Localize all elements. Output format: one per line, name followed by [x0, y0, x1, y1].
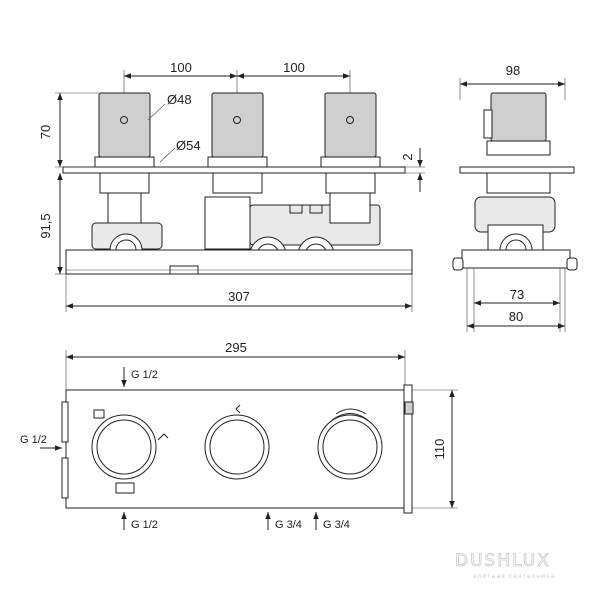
label-bottom-inlet: G 1/2 — [131, 519, 158, 531]
dim-side-base-depth: 80 — [509, 309, 523, 324]
watermark-tagline: элитная сантехника — [473, 573, 555, 580]
valve-body-side — [91, 192, 381, 274]
label-top-inlet: G 1/2 — [131, 369, 158, 381]
knob-3-side — [320, 92, 381, 194]
dim-side-depth: 98 — [506, 63, 520, 78]
dim-total-width: 307 — [228, 289, 250, 304]
knob-1-side — [94, 92, 155, 224]
dim-front-height: 110 — [432, 439, 447, 460]
watermark-brand: DUSHLUX — [455, 551, 551, 571]
plan-view — [40, 350, 458, 530]
dim-rosette-diameter: Ø54 — [176, 138, 201, 153]
knob-3-front — [317, 414, 383, 480]
side-view — [452, 78, 578, 332]
thermostat-icon — [93, 409, 105, 419]
label-left-inlet: G 1/2 — [20, 434, 47, 446]
label-outlet-1: G 3/4 — [275, 519, 302, 531]
chevron-left-icon — [235, 404, 241, 414]
dim-knob-height: 70 — [38, 125, 53, 139]
mounting-base — [65, 249, 413, 275]
dim-knob-spacing-left: 100 — [170, 60, 192, 75]
dim-front-width: 295 — [225, 340, 247, 355]
dim-knob-diameter: Ø48 — [167, 92, 192, 107]
cover-plate-edge — [62, 166, 406, 174]
label-outlet-2: G 3/4 — [323, 519, 350, 531]
arc-icon — [335, 408, 367, 415]
dim-knob-spacing-right: 100 — [283, 60, 305, 75]
knob-2-front — [204, 414, 270, 480]
dim-plate-gap: 2 — [400, 153, 415, 160]
shower-icon — [157, 433, 169, 441]
dim-side-mount-depth: 73 — [510, 287, 524, 302]
knob-2-side — [207, 92, 268, 194]
knob-1-front — [91, 414, 157, 480]
dim-body-height: 91,5 — [38, 213, 53, 238]
front-elevation-view — [55, 70, 425, 312]
